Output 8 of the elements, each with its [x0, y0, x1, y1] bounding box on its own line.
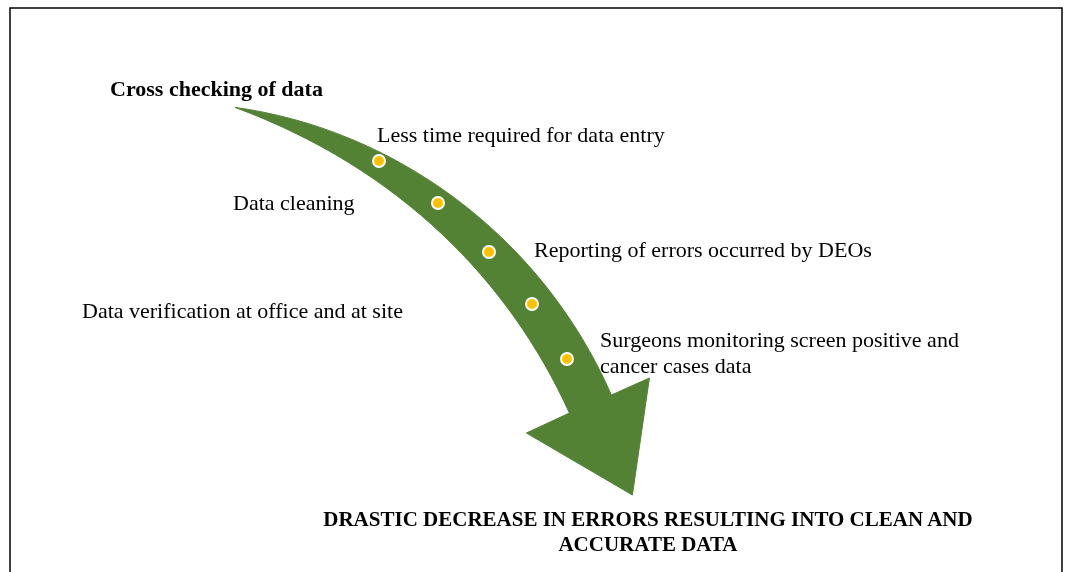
result-heading: DRASTIC DECREASE IN ERRORS RESULTING INTO CLEAN AND ACCURATE DATA: [308, 507, 988, 558]
step-label: Data cleaning: [233, 190, 356, 217]
curved-arrow: [234, 106, 650, 496]
step-label: Less time required for data entry: [377, 122, 666, 149]
step-label: Surgeons monitoring screen positive and cancer cases data: [600, 327, 960, 380]
step-label: Data verification at office and at site: [82, 298, 404, 325]
start-heading: Cross checking of data: [110, 76, 400, 103]
step-label: Reporting of errors occurred by DEOs: [534, 237, 873, 264]
